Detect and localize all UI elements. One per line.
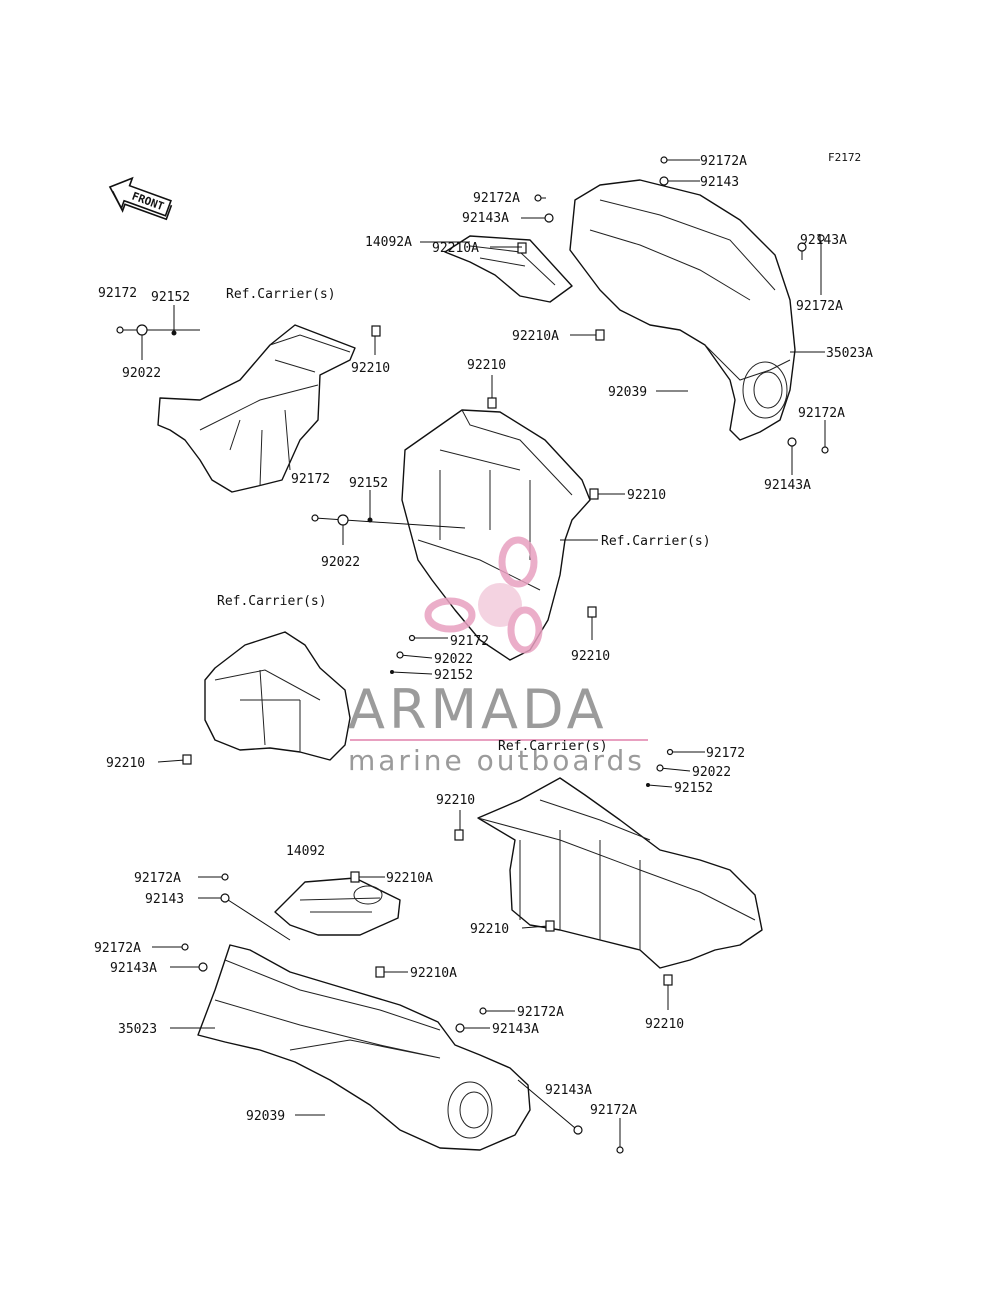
callout-label: 92172 [450, 634, 489, 649]
armada-watermark: ARMADA marine outboards [348, 536, 648, 777]
callout-label: 92172A [700, 154, 747, 169]
callout-label: 92039 [246, 1109, 285, 1124]
callout-label: 92143 [700, 175, 739, 190]
callout-label: 92172A [94, 941, 141, 956]
callout-label: 92210 [436, 793, 475, 808]
callout-label: 92172A [473, 191, 520, 206]
callout-label: 35023A [826, 346, 873, 361]
callout-label: 92022 [321, 555, 360, 570]
callout-label: 92143A [492, 1022, 539, 1037]
leader-lines [120, 159, 826, 1148]
callout-labels: 92172A 92143 92172A 92143A 92210A 14092A… [94, 154, 873, 1124]
callout-label: 92152 [434, 668, 473, 683]
callout-label: 92022 [122, 366, 161, 381]
callout-label: 92210 [645, 1017, 684, 1032]
callout-label: 92022 [692, 765, 731, 780]
figure-code: F2172 [828, 151, 861, 164]
callout-label: 92152 [674, 781, 713, 796]
callout-label: 92143A [800, 233, 847, 248]
callout-label: Ref.Carrier(s) [226, 287, 336, 302]
callout-label: Ref.Carrier(s) [217, 594, 327, 609]
mudflap-upper [444, 235, 573, 303]
hardware-fasteners [116, 156, 829, 1154]
callout-label: 92039 [608, 385, 647, 400]
callout-label: Ref.Carrier(s) [498, 739, 608, 754]
callout-label: 92210 [351, 361, 390, 376]
callout-label: 92172A [517, 1005, 564, 1020]
callout-label: 92152 [151, 290, 190, 305]
callout-label: 92172A [796, 299, 843, 314]
callout-label: 14092 [286, 844, 325, 859]
callout-label: 92210 [470, 922, 509, 937]
right-carrier-panel [477, 777, 763, 969]
callout-label: 92143A [764, 478, 811, 493]
callout-label: 92172A [590, 1103, 637, 1118]
callout-label: 92210 [106, 756, 145, 771]
callout-label: 92210 [467, 358, 506, 373]
callout-label: 92210A [386, 871, 433, 886]
callout-label: 92143A [462, 211, 509, 226]
left-carrier-panel-lower [204, 631, 351, 761]
callout-label: 92210 [627, 488, 666, 503]
watermark-brand: ARMADA [348, 678, 608, 741]
callout-label: 92210A [512, 329, 559, 344]
callout-label: 14092A [365, 235, 412, 250]
rear-fender-left [197, 944, 531, 1151]
callout-label: 92172A [134, 871, 181, 886]
callout-label: 92172 [706, 746, 745, 761]
callout-label: 92022 [434, 652, 473, 667]
callout-label: 92143 [145, 892, 184, 907]
front-arrow-icon: FRONT [108, 176, 173, 221]
watermark-tagline: marine outboards [348, 744, 645, 777]
callout-label: 92210A [410, 966, 457, 981]
center-carrier [401, 409, 591, 661]
mudflap-lower [274, 877, 401, 936]
callout-label: 92172A [798, 406, 845, 421]
callout-label: 92143A [545, 1083, 592, 1098]
callout-label: 92210 [571, 649, 610, 664]
callout-label: 92172 [291, 472, 330, 487]
callout-label: 92152 [349, 476, 388, 491]
armada-logo-icon [424, 536, 543, 654]
callout-label: 92172 [98, 286, 137, 301]
callout-label: Ref.Carrier(s) [601, 534, 711, 549]
callout-label: 92143A [110, 961, 157, 976]
callout-label: 92210A [432, 241, 479, 256]
rear-fender-right [569, 179, 796, 441]
callout-label: 35023 [118, 1022, 157, 1037]
left-carrier-panel-upper [157, 324, 356, 493]
